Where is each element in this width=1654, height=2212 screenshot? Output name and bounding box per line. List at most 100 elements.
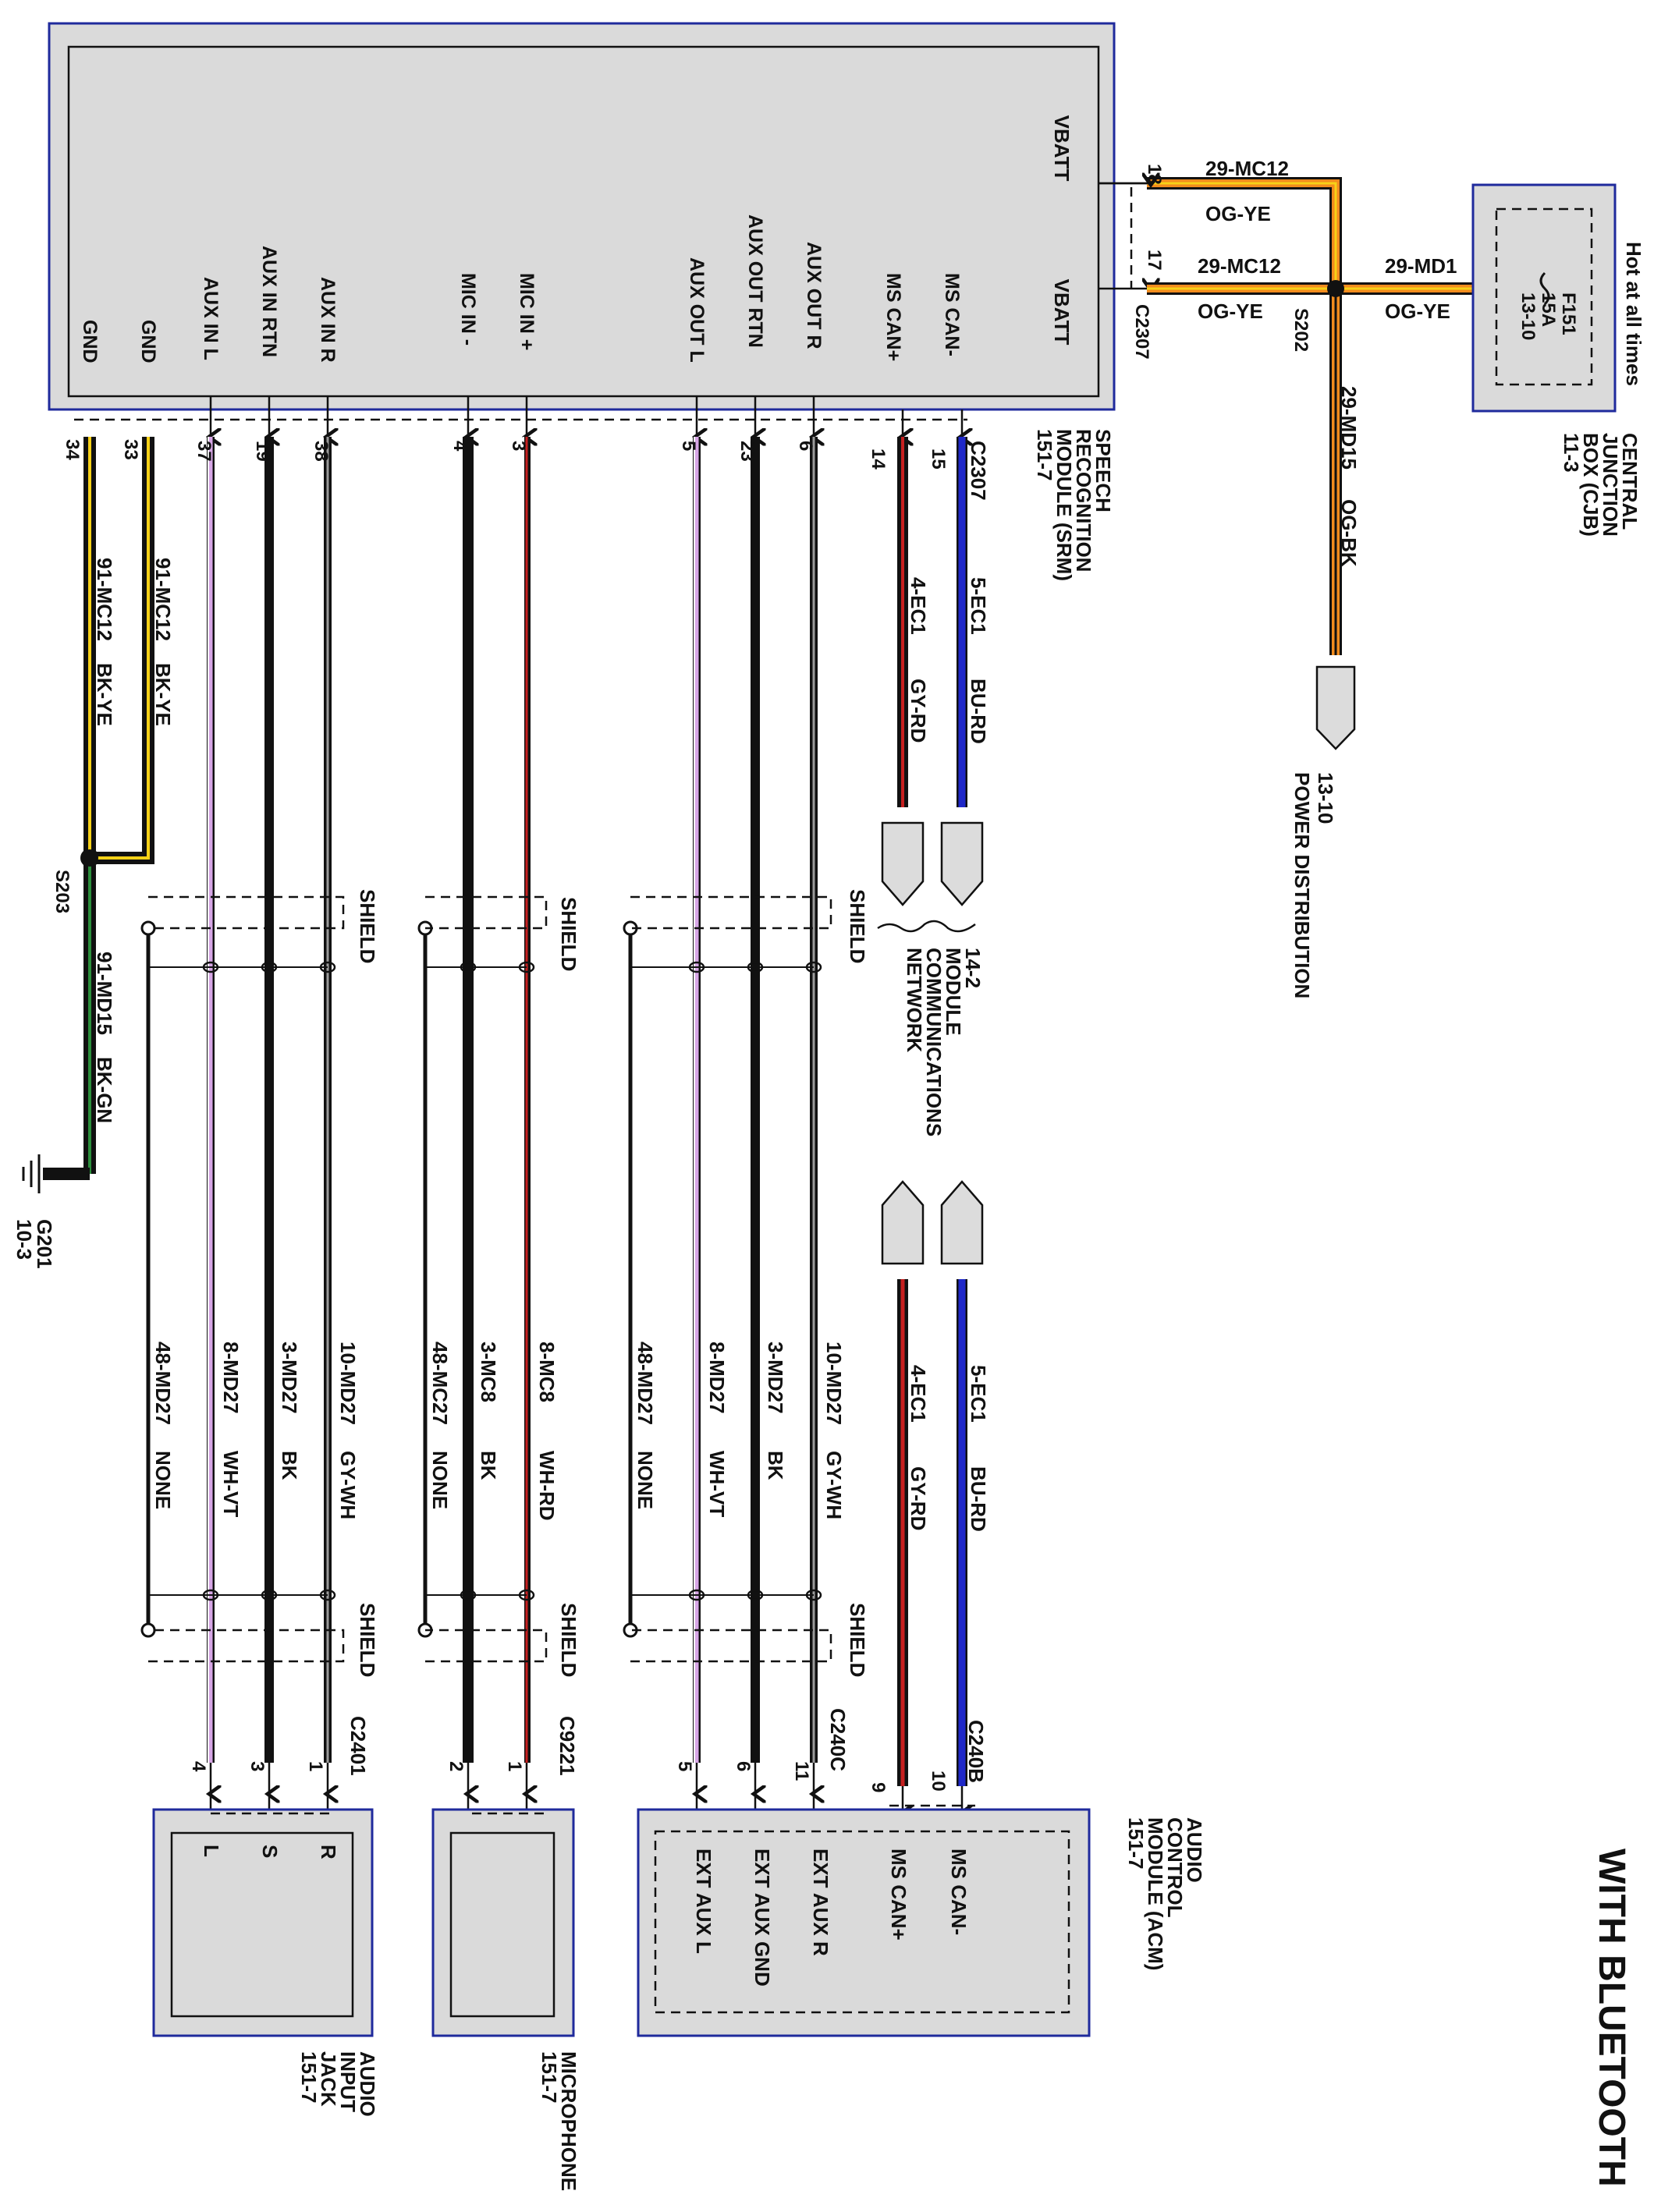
connector-c240b: C240B [964, 1720, 988, 1783]
srm-pin-label: AUX IN R [317, 277, 339, 363]
connector-c2401: C2401 [346, 1716, 370, 1776]
wire-color-label: NONE [634, 1451, 657, 1509]
cjb-ref: 11-3 [1560, 433, 1583, 473]
color-og-ye-upper: OG-YE [1205, 202, 1271, 225]
circuit-4-ec1-lower: 4-EC1 [907, 1365, 930, 1423]
srm-pin-label: MS CAN+ [882, 273, 904, 361]
vbatt-label-17: VBATT [1050, 279, 1074, 346]
srm-pin-label: MIC IN - [457, 273, 479, 346]
wire-circuit-label: 3-MD27 [278, 1342, 301, 1413]
connector-c240c: C240C [826, 1708, 850, 1771]
circuit-4-ec1-upper: 4-EC1 [907, 577, 930, 635]
circuit-5-ec1-upper: 5-EC1 [967, 577, 990, 635]
wire-circuit-label: 48-MC27 [428, 1342, 452, 1425]
shield-label: SHIELD [557, 897, 580, 971]
wire-harness: 48-MD27NONE8-MD27WH-VT3-MD27BK10-MD27GY-… [140, 396, 846, 1833]
audio-input-jack [152, 1808, 374, 2037]
color-bk-ye-33: BK-YE [151, 663, 175, 726]
audio-input-jack-name-2: INPUT [336, 2051, 360, 2112]
wire-color-label: WH-VT [219, 1451, 243, 1517]
color-gy-rd-lower: GY-RD [907, 1466, 930, 1530]
splice-s202: S202 [1290, 308, 1311, 352]
page-title: WITH BLUETOOTH [1591, 1849, 1632, 2187]
srm-name-2: RECOGNITION [1072, 429, 1095, 572]
aux-out-pin: 6 [733, 1761, 754, 1771]
color-bk-gn: BK-GN [93, 1057, 116, 1123]
wire-color-label: GY-WH [822, 1451, 846, 1519]
srm-pin-label: GND [137, 320, 159, 363]
vbatt-label-18: VBATT [1050, 115, 1074, 182]
wire-color-label: BK [278, 1451, 301, 1480]
network-name-1: MODULE [942, 948, 965, 1036]
aux-in-term-r: R [317, 1845, 340, 1859]
audio-control-module [637, 1808, 1091, 2037]
srm-pin-number: 6 [795, 441, 816, 451]
power-dist-label: POWER DISTRIBUTION [1290, 772, 1314, 998]
circuit-91-mc12-34: 91-MC12 [93, 558, 116, 641]
acm-name-3: MODULE (ACM) [1144, 1817, 1167, 1970]
acm-ext-aux-gnd: EXT AUX GND [751, 1849, 774, 1987]
audio-input-jack-name-1: AUDIO [356, 2051, 379, 2117]
aux-out-pin: 11 [791, 1761, 812, 1781]
acm-ext-aux-r: EXT AUX R [809, 1849, 832, 1956]
srm-pin-number: 4 [449, 441, 470, 452]
network-ref: 14-2 [961, 948, 985, 988]
pin-9: 9 [868, 1782, 889, 1792]
central-junction-box [1471, 183, 1617, 413]
acm-ref: 151-7 [1124, 1817, 1148, 1870]
cjb-name-3: BOX (CJB) [1579, 433, 1603, 537]
pin-34: 34 [62, 439, 83, 460]
acm-ms-can-plus: MS CAN+ [887, 1849, 910, 1941]
connector-c2307-top: C2307 [1131, 304, 1152, 360]
color-bu-rd-lower: BU-RD [967, 1466, 990, 1532]
connector-c2307: C2307 [967, 441, 990, 501]
microphone [431, 1808, 575, 2037]
wire-color-label: GY-WH [336, 1451, 360, 1519]
wire-circuit-label: 3-MD27 [764, 1342, 787, 1413]
microphone-ref: 151-7 [538, 2051, 561, 2104]
color-gy-rd-upper: GY-RD [907, 679, 930, 743]
circuit-29-md15: 29-MD15 [1337, 386, 1361, 470]
acm-name-1: AUDIO [1183, 1817, 1206, 1883]
shield-label: SHIELD [557, 1603, 580, 1677]
color-og-ye-feed: OG-YE [1385, 300, 1450, 323]
srm-name-3: MODULE (SRM) [1052, 429, 1076, 581]
hot-at-all-times: Hot at all times [1622, 242, 1645, 386]
wire-circuit-label: 8-MD27 [219, 1342, 243, 1413]
acm-ext-aux-l: EXT AUX L [692, 1849, 715, 1954]
aux-in-pin: 1 [305, 1761, 326, 1771]
pin-14: 14 [868, 448, 889, 470]
srm-pin-number: 37 [193, 441, 215, 462]
color-bk-ye-34: BK-YE [93, 663, 116, 726]
cjb-name-1: CENTRAL [1618, 433, 1642, 530]
pin-10: 10 [928, 1771, 949, 1792]
fuse-icon [1539, 271, 1550, 306]
pin-18: 18 [1144, 164, 1165, 185]
network-name-3: NETWORK [903, 948, 926, 1053]
acm-name-2: CONTROL [1163, 1817, 1187, 1918]
circuit-91-md15: 91-MD15 [93, 952, 116, 1035]
wire-circuit-label: 8-MC8 [535, 1342, 559, 1402]
ground-ref: 10-3 [12, 1219, 36, 1260]
srm-pin-label: MIC IN + [516, 273, 538, 350]
wire-circuit-label: 10-MD27 [336, 1342, 360, 1425]
ground-g201: G201 [33, 1219, 56, 1269]
connector-c9221: C9221 [555, 1716, 579, 1776]
srm-pin-label: GND [79, 320, 101, 363]
microphone-name: MICROPHONE [557, 2051, 580, 2191]
circuit-91-mc12-33: 91-MC12 [151, 558, 175, 641]
fuse-15a: 15A [1538, 292, 1559, 327]
circuit-29-mc12-lower: 29-MC12 [1198, 254, 1281, 278]
circuit-5-ec1-lower: 5-EC1 [967, 1365, 990, 1423]
wire-color-label: BK [764, 1451, 787, 1480]
wire-color-label: NONE [428, 1451, 452, 1509]
srm-pin-label: AUX OUT RTN [744, 214, 766, 348]
shield-label: SHIELD [356, 889, 379, 963]
wire-color-label: NONE [151, 1451, 175, 1509]
circuit-29-md1: 29-MD1 [1385, 254, 1457, 278]
wire-color-label: WH-VT [705, 1451, 729, 1517]
mic-pin: 1 [504, 1761, 525, 1771]
